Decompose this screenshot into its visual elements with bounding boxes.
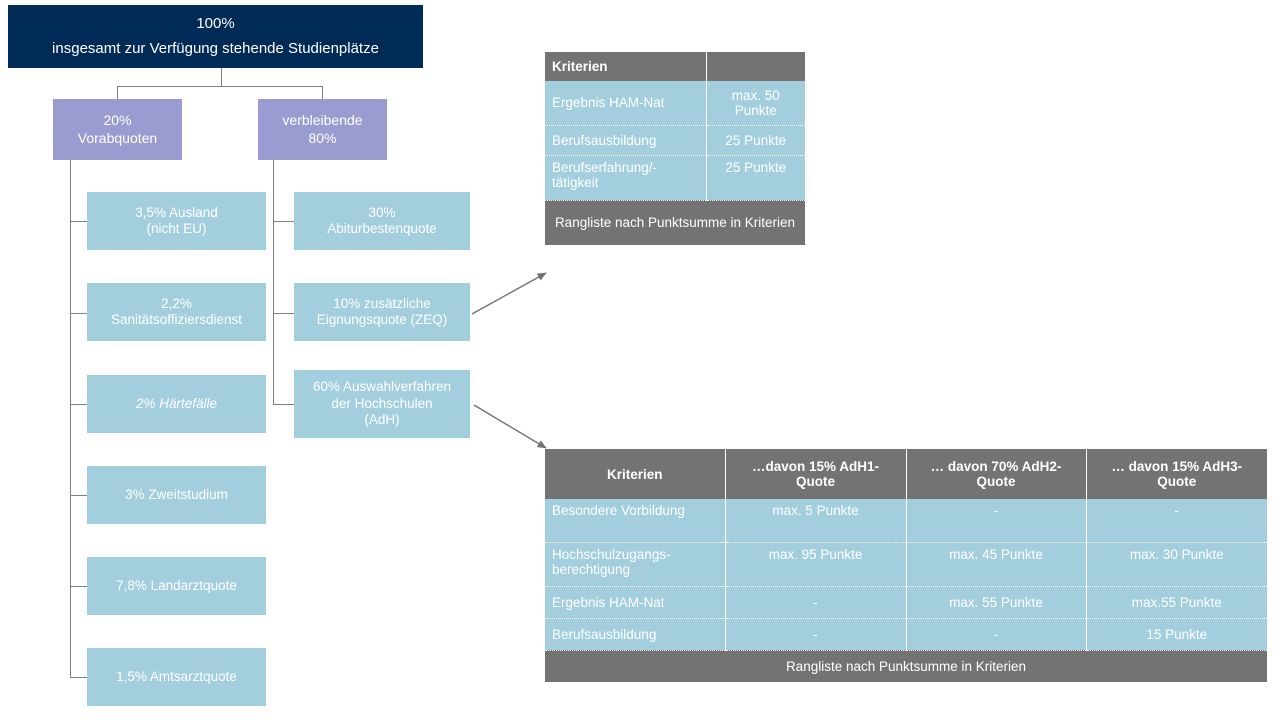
zeq-header-kriterien: Kriterien bbox=[545, 52, 707, 81]
node-root-total: 100% insgesamt zur Verfügung stehende St… bbox=[8, 5, 423, 68]
node-sanitaetsoffiziersdienst: 2,2% Sanitätsoffiziersdienst bbox=[87, 283, 266, 341]
table-footer-row: Rangliste nach Punktsumme in Kriterien bbox=[545, 650, 1267, 682]
table-row: Berufsausbildung 25 Punkte bbox=[545, 125, 805, 156]
node-landarztquote: 7,8% Landarztquote bbox=[87, 557, 266, 615]
table-row: Ergebnis HAM-Nat - max. 55 Punkte max.55… bbox=[545, 586, 1267, 619]
adh-r3-c0: Berufsausbildung bbox=[545, 618, 726, 651]
adh-r0-c0: Besondere Vorbildung bbox=[545, 499, 726, 543]
adh-footer: Rangliste nach Punktsumme in Kriterien bbox=[545, 650, 1267, 682]
connector-vorab-5 bbox=[70, 586, 88, 587]
node-vorabquoten: 20% Vorabquoten bbox=[53, 99, 182, 160]
adh-r2-c1: - bbox=[725, 586, 907, 619]
adh-criteria-table: Kriterien …davon 15% AdH1-Quote … davon … bbox=[545, 449, 1267, 682]
zeq-criteria-table: Kriterien Ergebnis HAM-Nat max. 50 Punkt… bbox=[545, 52, 805, 245]
arrow-adh-to-table bbox=[473, 404, 547, 449]
connector-vorab-2 bbox=[70, 313, 88, 314]
adh-r1-c2: max. 45 Punkte bbox=[906, 542, 1087, 587]
zeq-r2-c1: 25 Punkte bbox=[706, 155, 805, 201]
node-zeq: 10% zusätzliche Eignungsquote (ZEQ) bbox=[294, 283, 470, 341]
zeq-header-empty bbox=[706, 52, 805, 81]
node-haertefaelle: 2% Härtefälle bbox=[87, 375, 266, 433]
connector-root-bar bbox=[117, 86, 323, 87]
node-verbleibende: verbleibende 80% bbox=[258, 99, 387, 160]
table-row: Ergebnis HAM-Nat max. 50 Punkte bbox=[545, 81, 805, 126]
node-root-line1: 100% bbox=[196, 15, 235, 33]
adh-r2-c2: max. 55 Punkte bbox=[906, 586, 1087, 619]
zeq-r1-c1: 25 Punkte bbox=[706, 125, 805, 156]
node-abiturbestenquote: 30% Abiturbestenquote bbox=[294, 192, 470, 250]
connector-verbleibende-3 bbox=[273, 404, 295, 405]
adh-header-adh3: … davon 15% AdH3-Quote bbox=[1086, 449, 1267, 499]
adh-r0-c2: - bbox=[906, 499, 1087, 543]
connector-verbleibende-1 bbox=[273, 221, 295, 222]
arrow-zeq-to-table bbox=[471, 272, 547, 315]
adh-r3-c2: - bbox=[906, 618, 1087, 651]
zeq-r0-c0: Ergebnis HAM-Nat bbox=[545, 81, 707, 126]
node-zweitstudium: 3% Zweitstudium bbox=[87, 466, 266, 524]
node-adh: 60% Auswahlverfahren der Hochschulen (Ad… bbox=[294, 370, 470, 438]
adh-header-kriterien: Kriterien bbox=[545, 449, 726, 499]
connector-vorab-4 bbox=[70, 495, 88, 496]
connector-vorab-trunk bbox=[70, 160, 71, 677]
adh-r2-c3: max.55 Punkte bbox=[1086, 586, 1267, 619]
adh-r1-c3: max. 30 Punkte bbox=[1086, 542, 1267, 587]
node-root-line2: insgesamt zur Verfügung stehende Studien… bbox=[52, 39, 379, 57]
adh-r0-c3: - bbox=[1086, 499, 1267, 543]
adh-r0-c1: max. 5 Punkte bbox=[725, 499, 907, 543]
table-row: Hochschulzugangs-berechtigung max. 95 Pu… bbox=[545, 542, 1267, 587]
connector-verbleibende-trunk bbox=[273, 160, 274, 405]
table-header-row: Kriterien bbox=[545, 52, 805, 81]
zeq-r2-c0: Berufserfahrung/-tätigkeit bbox=[545, 155, 707, 201]
table-footer-row: Rangliste nach Punktsumme in Kriterien bbox=[545, 200, 805, 245]
connector-verbleibende-2 bbox=[273, 313, 295, 314]
connector-root-right bbox=[322, 86, 323, 99]
zeq-r1-c0: Berufsausbildung bbox=[545, 125, 707, 156]
adh-header-adh2: … davon 70% AdH2-Quote bbox=[906, 449, 1087, 499]
adh-r2-c0: Ergebnis HAM-Nat bbox=[545, 586, 726, 619]
node-ausland: 3,5% Ausland (nicht EU) bbox=[87, 192, 266, 250]
table-row: Berufsausbildung - - 15 Punkte bbox=[545, 618, 1267, 651]
zeq-r0-c1: max. 50 Punkte bbox=[706, 81, 805, 126]
table-row: Besondere Vorbildung max. 5 Punkte - - bbox=[545, 499, 1267, 543]
table-row: Berufserfahrung/-tätigkeit 25 Punkte bbox=[545, 155, 805, 201]
adh-header-adh1: …davon 15% AdH1-Quote bbox=[725, 449, 907, 499]
connector-root-stem bbox=[221, 68, 222, 86]
connector-vorab-3 bbox=[70, 404, 88, 405]
adh-r3-c1: - bbox=[725, 618, 907, 651]
adh-r1-c0: Hochschulzugangs-berechtigung bbox=[545, 542, 726, 587]
adh-r1-c1: max. 95 Punkte bbox=[725, 542, 907, 587]
connector-vorab-6 bbox=[70, 677, 88, 678]
table-header-row: Kriterien …davon 15% AdH1-Quote … davon … bbox=[545, 449, 1267, 499]
node-amtsarztquote: 1,5% Amtsarztquote bbox=[87, 648, 266, 706]
connector-root-left bbox=[117, 86, 118, 99]
connector-vorab-1 bbox=[70, 221, 88, 222]
zeq-footer: Rangliste nach Punktsumme in Kriterien bbox=[545, 200, 805, 245]
adh-r3-c3: 15 Punkte bbox=[1086, 618, 1267, 651]
